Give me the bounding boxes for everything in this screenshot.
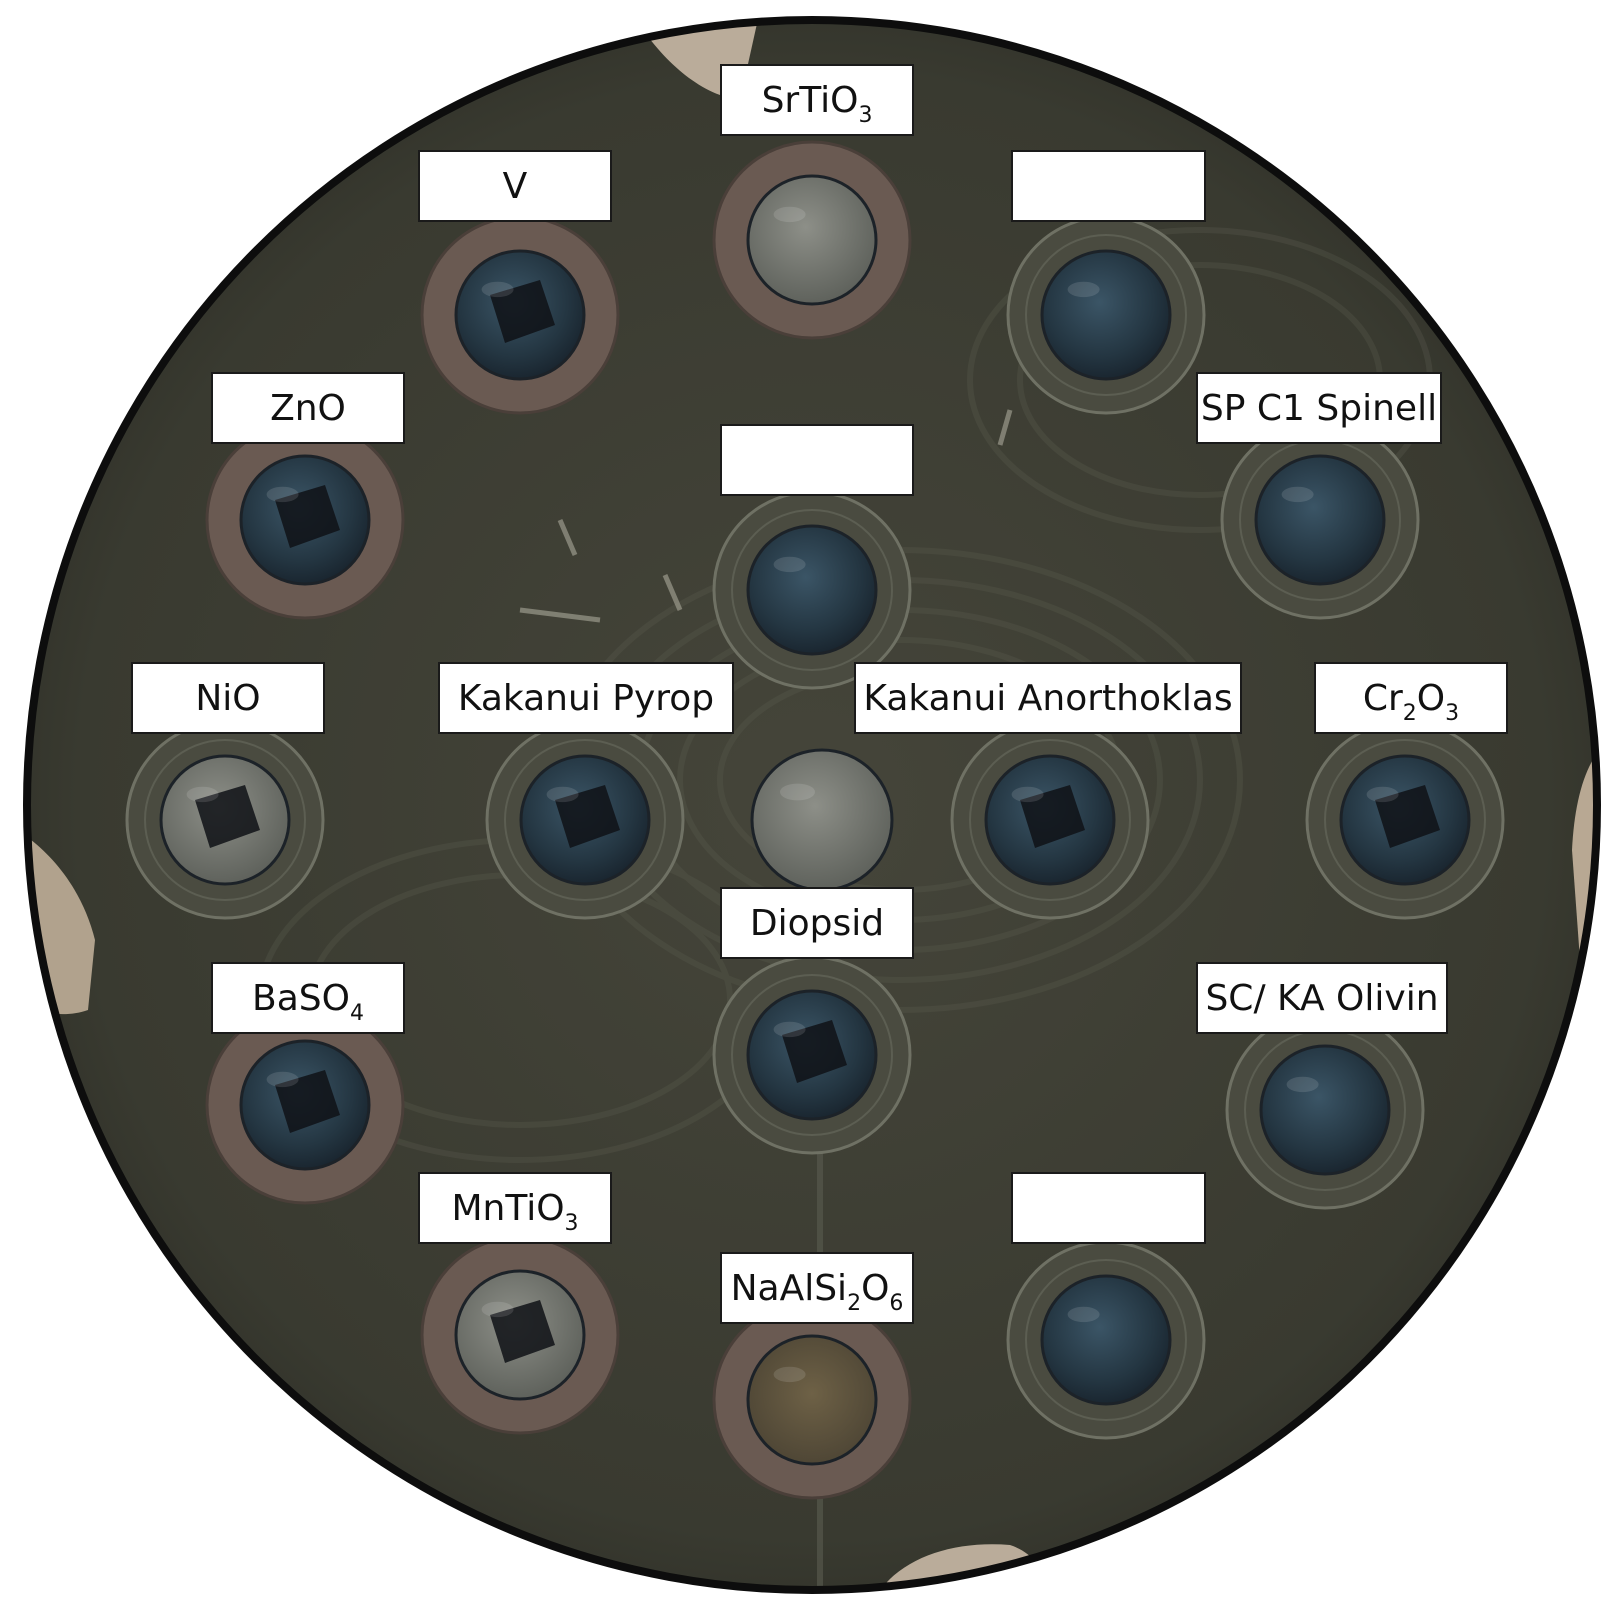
label-sp-c1-spinell: SP C1 Spinell	[1196, 372, 1442, 444]
well-v	[420, 215, 620, 415]
label-diopsid: Diopsid	[720, 887, 914, 959]
label-naalsi2o6: NaAlSi2O6	[720, 1252, 914, 1324]
well-center-small	[750, 748, 894, 892]
label-nio: NiO	[131, 662, 325, 734]
tape-left	[27, 820, 95, 1015]
well-baso4	[205, 1005, 405, 1205]
wells-layer	[125, 140, 1505, 1500]
label-v: V	[418, 150, 612, 222]
label-sc-ka-olivin: SC/ KA Olivin	[1196, 962, 1448, 1034]
mount-border	[23, 16, 1601, 1594]
well-sp-c1-spinell	[1220, 420, 1420, 620]
well-nio	[125, 720, 325, 920]
label-blank-bottom-right	[1011, 1172, 1206, 1244]
well-srtio3	[712, 140, 912, 340]
well-blank-center	[712, 490, 912, 690]
well-naalsi2o6	[712, 1300, 912, 1500]
well-zno	[205, 420, 405, 620]
well-blank-bottom-right	[1006, 1240, 1206, 1440]
label-blank-center	[720, 424, 914, 496]
tape-right	[1572, 730, 1597, 960]
label-baso4: BaSO4	[211, 962, 405, 1034]
label-kakanui-anorthoklas: Kakanui Anorthoklas	[854, 662, 1242, 734]
label-blank-top-right	[1011, 150, 1206, 222]
label-kakanui-pyrop: Kakanui Pyrop	[438, 662, 734, 734]
well-blank-top-right	[1006, 215, 1206, 415]
well-sc-ka-olivin	[1225, 1010, 1425, 1210]
well-kakanui-anorthoklas	[950, 720, 1150, 920]
label-zno: ZnO	[211, 372, 405, 444]
label-srtio3: SrTiO3	[720, 64, 914, 136]
well-kakanui-pyrop	[485, 720, 685, 920]
well-mntio3	[420, 1235, 620, 1435]
scratches	[519, 409, 1013, 623]
label-mntio3: MnTiO3	[418, 1172, 612, 1244]
label-cr2o3: Cr2O3	[1314, 662, 1508, 734]
well-cr2o3	[1305, 720, 1505, 920]
well-diopsid	[712, 955, 912, 1155]
